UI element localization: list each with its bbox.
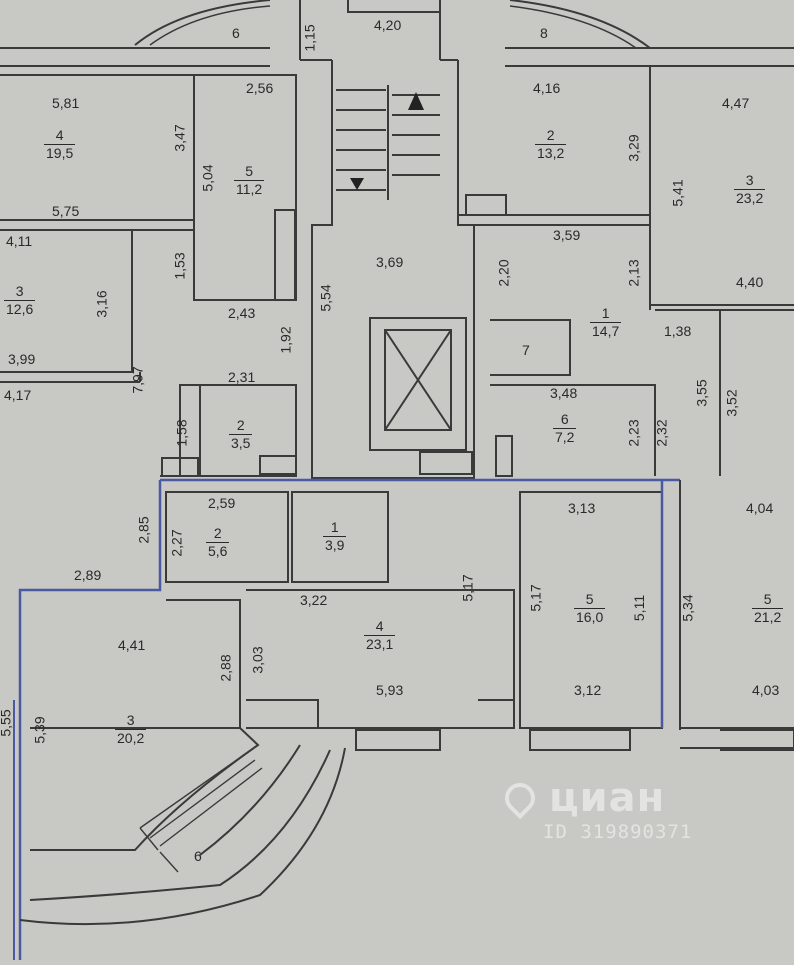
dim-label: 5,11 <box>631 594 648 622</box>
dim-label: 3,55 <box>693 379 710 407</box>
dim-label: 2,23 <box>625 419 642 447</box>
dim-label: 1,38 <box>664 323 692 339</box>
dim-label: 2,13 <box>625 259 642 287</box>
dim-label: 2,85 <box>135 516 152 544</box>
dim-label: 8 <box>540 25 548 41</box>
dim-label: 3,69 <box>376 254 404 270</box>
dim-label: 3,13 <box>568 500 596 516</box>
dim-label: 5,41 <box>669 179 686 207</box>
dim-label: 3,48 <box>550 385 578 401</box>
dim-label: 4,47 <box>722 95 750 111</box>
watermark: циан ID 319890371 <box>498 775 693 843</box>
dim-label: 7 <box>522 342 530 358</box>
dim-label: 3,47 <box>171 124 188 152</box>
dim-label: 5,04 <box>199 164 216 192</box>
dim-label: 1,58 <box>173 419 190 447</box>
dim-label: 2,31 <box>228 369 256 385</box>
dim-label: 3,99 <box>8 351 36 367</box>
watermark-id: ID 319890371 <box>543 821 693 843</box>
dim-label: 2,32 <box>653 419 670 447</box>
dim-label: 3,12 <box>574 682 602 698</box>
dim-label: 4,40 <box>736 274 764 290</box>
dim-label: 4,41 <box>118 637 146 653</box>
dim-label: 4,11 <box>6 233 33 249</box>
dim-label: 5,17 <box>459 574 476 602</box>
dim-label: 3,03 <box>249 646 266 674</box>
dim-label: 5,81 <box>52 95 80 111</box>
dim-label: 4,04 <box>746 500 774 516</box>
location-pin-icon <box>498 776 542 820</box>
dim-label: 6 <box>194 848 202 864</box>
dim-label: 7,97 <box>129 366 146 394</box>
dim-label: 5,17 <box>527 584 544 612</box>
dim-label: 2,56 <box>246 80 274 96</box>
dim-label: 2,59 <box>208 495 236 511</box>
dim-label: 5,39 <box>31 716 48 744</box>
dim-label: 4,17 <box>4 387 32 403</box>
dim-label: 2,43 <box>228 305 256 321</box>
dim-label: 5,93 <box>376 682 404 698</box>
dim-label: 5,75 <box>52 203 80 219</box>
dim-label: 4,16 <box>533 80 561 96</box>
dim-label: 2,20 <box>495 259 512 287</box>
dim-label: 3,52 <box>723 389 740 417</box>
dim-label: 4,03 <box>752 682 780 698</box>
dim-label: 5,34 <box>679 594 696 622</box>
dim-label: 3,16 <box>93 290 110 318</box>
dim-label: 2,88 <box>217 654 234 682</box>
dim-label: 1,92 <box>277 326 294 354</box>
dim-label: 2,27 <box>168 529 185 557</box>
dim-label: 5,55 <box>0 709 14 737</box>
watermark-brand: циан <box>549 775 666 821</box>
dim-label: 6 <box>232 25 240 41</box>
dim-label: 4,20 <box>374 17 402 33</box>
dim-label: 1,15 <box>301 24 318 52</box>
dim-label: 5,54 <box>317 284 334 312</box>
dim-label: 1,53 <box>171 252 188 280</box>
dim-label: 3,29 <box>625 134 642 162</box>
dim-label: 3,22 <box>300 592 328 608</box>
dim-label: 2,89 <box>74 567 102 583</box>
dim-label: 3,59 <box>553 227 581 243</box>
